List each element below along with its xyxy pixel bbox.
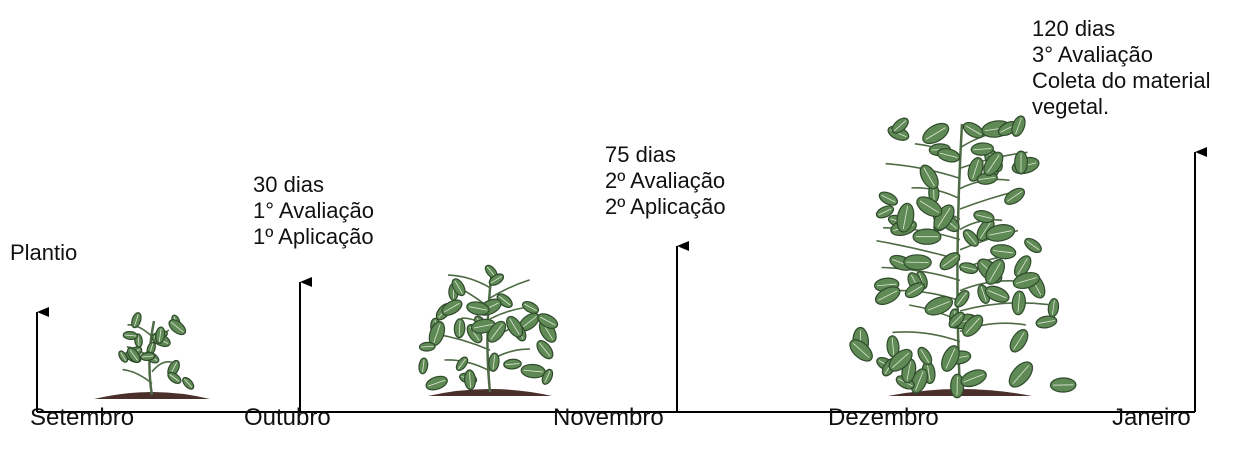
plant-illustration-large <box>849 115 1077 399</box>
milestone-plantio-line: Plantio <box>10 240 78 265</box>
month-label-dezembro: Dezembro <box>828 404 939 431</box>
milestone-75-dias-line: 75 dias <box>605 142 676 167</box>
milestone-30-dias-line: 1° Avaliação <box>253 198 374 223</box>
milestone-120-dias-line: 120 dias <box>1032 16 1116 41</box>
plant-illustration-medium <box>418 264 559 396</box>
milestone-120-dias-line: vegetal. <box>1032 94 1110 119</box>
month-label-outubro: Outubro <box>244 404 331 431</box>
milestone-120-dias-line: 3° Avaliação <box>1032 42 1153 67</box>
month-label-janeiro: Janeiro <box>1112 404 1191 431</box>
milestone-75-dias-line: 2º Aplicação <box>605 194 726 219</box>
milestone-120-dias: 120 dias 3° Avaliação Coleta do material… <box>1032 16 1211 120</box>
milestone-75-dias-line: 2º Avaliação <box>605 168 726 193</box>
milestone-30-dias-line: 1º Aplicação <box>253 224 374 249</box>
month-label-setembro: Setembro <box>30 404 135 431</box>
milestone-120-dias-line: Coleta do material <box>1032 68 1211 93</box>
milestone-30-dias-line: 30 dias <box>253 172 324 197</box>
plant-illustration-small <box>94 312 210 399</box>
month-label-novembro: Novembro <box>553 404 664 431</box>
milestone-75-dias: 75 dias 2º Avaliação 2º Aplicação <box>605 142 726 220</box>
milestone-plantio: Plantio <box>10 240 77 266</box>
milestone-30-dias: 30 dias 1° Avaliação 1º Aplicação <box>253 172 374 250</box>
